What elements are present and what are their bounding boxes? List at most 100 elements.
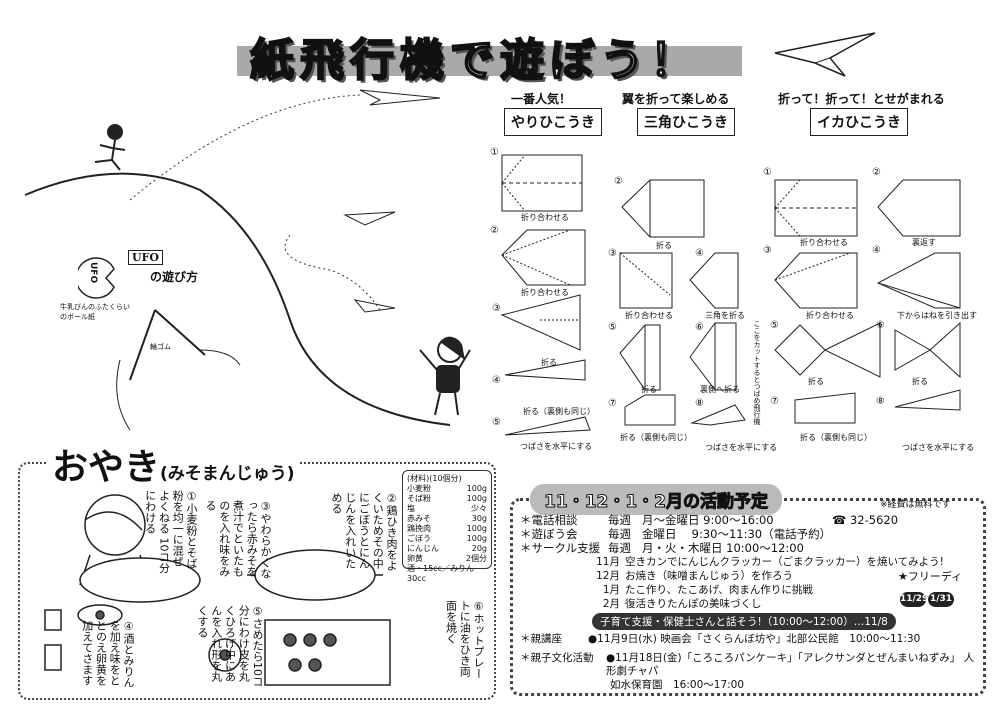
ika-step4-label: 下からはねを引き出す <box>897 311 977 320</box>
ika-step6-num: ⑥ <box>876 320 885 331</box>
sankaku-step6-label: 裏側へ折る <box>700 385 740 394</box>
ika-step3-num: ③ <box>763 245 772 256</box>
freeday-label: ★フリーディ <box>898 570 963 583</box>
rubber-band-label: 輪ゴム <box>150 343 171 351</box>
hill-illustration <box>24 89 471 431</box>
oya-row: ＊親講座 ●11月9日(水) 映画会「さくらんぼ坊や」北部公民館 10:00～11… <box>520 633 975 646</box>
row-detail: 月・火・木曜日 10:00～12:00 <box>642 541 804 555</box>
sankaku-step3-num: ③ <box>608 248 617 259</box>
month: 12月 <box>596 570 620 582</box>
ika-step4-num: ④ <box>872 245 881 256</box>
schedule-row: ＊電話相談 毎週月～金曜日 9:00～16:00 ☎ 32-5620 <box>520 513 944 527</box>
plane-tagline-ika: 折って！折って！とせがまれる <box>778 92 945 106</box>
recipe-step-2: ②鶏ひき肉をよくいためその中にごぼうとにんじんを入れいためる <box>330 492 398 571</box>
plane-name-ika: イカひこうき <box>810 108 908 136</box>
ufo-title: の遊び方 <box>150 270 199 284</box>
schedule-heading: 11・12・1・2月の活動予定 <box>530 484 782 515</box>
plane-tagline-yari: 一番人気！ <box>511 92 572 106</box>
row-freq: 毎週 <box>608 541 631 555</box>
ika-step1-num: ① <box>763 167 772 178</box>
ingredient-row: にんじん 20g <box>407 544 487 554</box>
schedule-row: ＊遊ぼう会 毎週金曜日 9:30～11:30（電話予約） <box>520 527 944 541</box>
ingredient-qty: 30g <box>471 514 487 523</box>
ingredient-name: 赤みそ <box>407 514 431 523</box>
sankaku-step6-num: ⑥ <box>695 322 704 333</box>
monthly-list: 11月空きカンでにんじんクラッカー（ごまクラッカー）を焼いてみよう!12月お焼き… <box>520 555 944 611</box>
folding-diagrams <box>500 154 961 436</box>
yari-step2-num: ② <box>490 225 499 236</box>
ingredient-qty: 100g <box>466 494 487 503</box>
ika-step5-label: 折る <box>808 377 824 386</box>
ingredient-name: 鶏挽肉 <box>407 524 431 533</box>
row-freq: 毎週 <box>608 513 631 527</box>
bunka-text: ●11月18日(金)「ころころパンケーキ」「アレクサンダとぜんまいねずみ」 人形… <box>606 652 975 677</box>
ika-step6-label: 折る <box>912 377 928 386</box>
ika-step2-label: 裏返す <box>912 238 936 247</box>
sankaku-step4-label: 三角を折る <box>705 311 745 320</box>
sankaku-step8-label: つばさを水平にする <box>705 443 778 452</box>
monthly-row: 2月復活きりたんぽの美味づくし <box>520 597 944 611</box>
ingredient-row: 赤みそ 30g <box>407 514 487 524</box>
sankaku-step5-label: 折る <box>641 385 657 394</box>
month: 2月 <box>602 598 620 610</box>
recipe-step-3: ③やわらかくなったら赤みそを煮汁でといたものを入れ味をみる <box>204 500 272 579</box>
phone-number: ☎ 32-5620 <box>832 513 899 527</box>
row-label: ＊電話相談 <box>520 513 578 527</box>
sankaku-step7-label: 折る（裏側も同じ） <box>620 433 692 442</box>
sankaku-step3-label: 折り合わせる <box>625 311 673 320</box>
month-activity: たこ作り、たこあげ、肉まん作りに挑戦 <box>625 584 813 596</box>
monthly-row: 1月たこ作り、たこあげ、肉まん作りに挑戦 <box>520 583 944 597</box>
row-freq: 毎週 <box>608 527 631 541</box>
ingredient-name: にんじん <box>407 544 439 553</box>
recipe-subtitle: (みそまんじゅう) <box>160 464 295 484</box>
ika-step8-num: ⑧ <box>876 396 885 407</box>
ingredients-title: (材料)(10個分) <box>407 474 462 483</box>
plane-name-sankaku: 三角ひこうき <box>637 108 735 136</box>
ika-step5-num: ⑤ <box>770 320 779 331</box>
yari-step1-num: ① <box>490 147 499 158</box>
plane-tagline-sankaku: 翼を折って楽しめる <box>622 92 730 106</box>
sankaku-step2-num: ② <box>614 176 623 187</box>
oya-text: ●11月9日(水) 映画会「さくらんぼ坊や」北部公民館 10:00～11:30 <box>588 633 921 645</box>
yari-step1-label: 折り合わせる <box>521 213 569 222</box>
recipe-illustrations <box>44 494 391 686</box>
row-detail: 月～金曜日 9:00～16:00 <box>642 513 774 527</box>
ingredient-row: 塩 少々 <box>407 504 487 514</box>
sankaku-step2-label: 折る <box>656 241 672 250</box>
sankaku-step8-num: ⑧ <box>695 398 704 409</box>
recipe-step-1: ①小麦粉とそば粉を均一に混ぜよくねる 10コ分にわける <box>143 490 198 574</box>
recipe-title: おやき(みそまんじゅう) <box>48 438 299 490</box>
plane-name-yari: やりひこうき <box>504 108 602 136</box>
ika-step1-label: 折り合わせる <box>800 238 848 247</box>
sankaku-cut-note: ここをカットするとつばめ飛行機 <box>753 320 761 425</box>
row-detail: 金曜日 9:30～11:30（電話予約） <box>642 527 832 541</box>
ufo-caption: 牛乳びんのふたくらいのボール紙 <box>60 303 130 321</box>
ingredient-qty: 少々 <box>471 504 487 513</box>
paper-plane-icon <box>774 32 876 77</box>
sankaku-step4-num: ④ <box>695 248 704 259</box>
ingredient-qty: 2個分 <box>465 554 487 563</box>
bunka-label: ＊親子文化活動 <box>520 652 594 664</box>
ingredient-qty: 20g <box>471 544 487 553</box>
ufo-title-word: UFO <box>128 250 163 265</box>
month-activity: 空きカンでにんじんクラッカー（ごまクラッカー）を焼いてみよう! <box>625 556 944 568</box>
row-label: ＊遊ぼう会 <box>520 527 578 541</box>
support-banner: 子育て支援・保健士さんと話そう!（10:00～12:00）…11/8 <box>592 613 896 630</box>
sankaku-step7-num: ⑦ <box>608 398 617 409</box>
freeday-date: 1/31 <box>928 592 954 607</box>
ika-step7-num: ⑦ <box>770 396 779 407</box>
ingredient-name: 塩 <box>407 504 415 513</box>
ingredient-row: ごぼう 100g <box>407 534 487 544</box>
ingredient-name: ごぼう <box>407 534 431 543</box>
ingredient-qty: 100g <box>466 534 487 543</box>
oya-label: ＊親講座 <box>520 633 562 645</box>
yari-step3-label: 折る <box>541 358 557 367</box>
ika-step7-label: 折る（裏側も同じ） <box>800 433 872 442</box>
ingredient-name: 小麦粉 <box>407 484 431 493</box>
